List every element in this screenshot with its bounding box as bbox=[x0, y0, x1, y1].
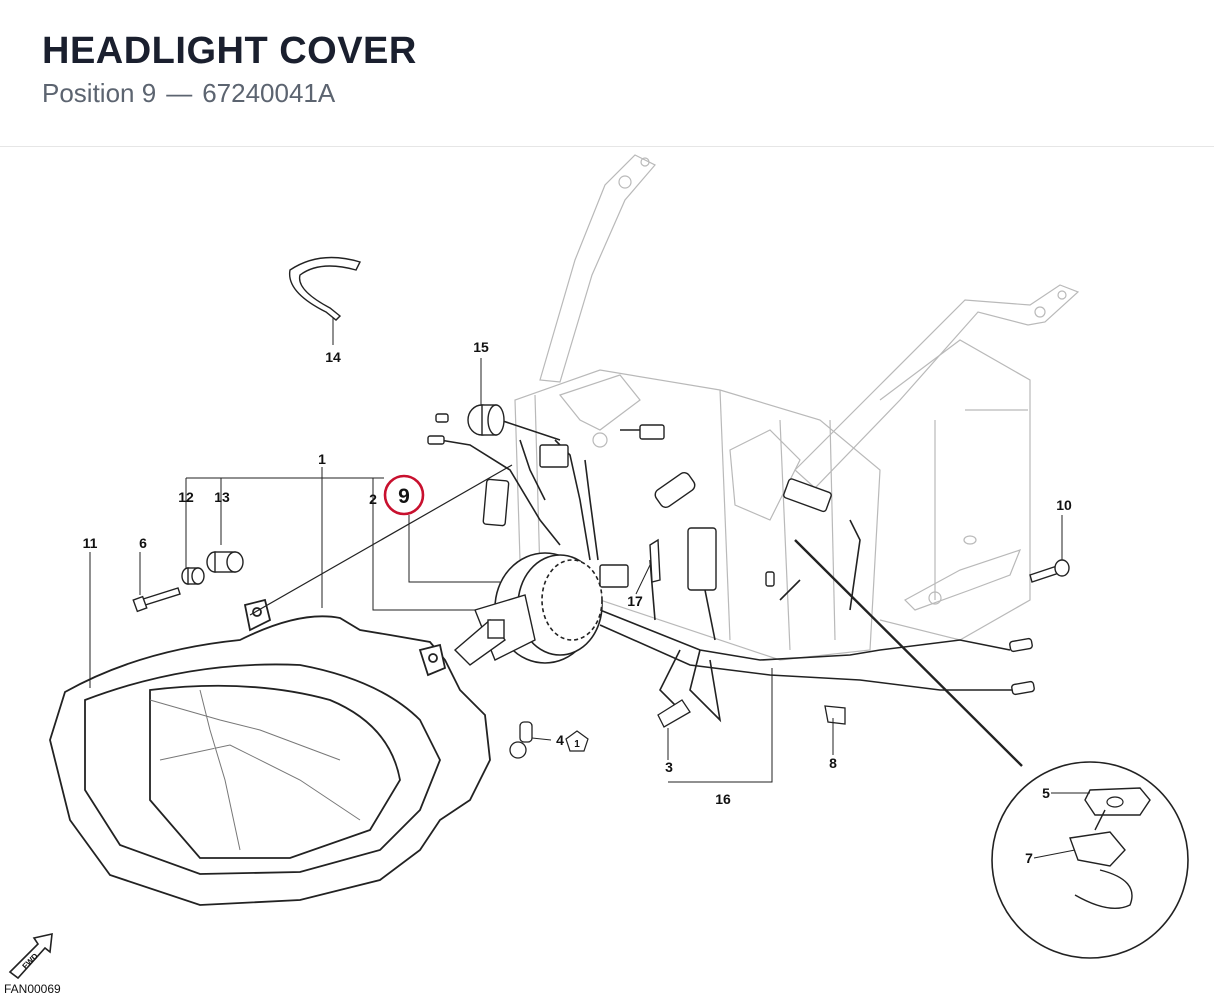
bulb-part-2 bbox=[453, 594, 536, 666]
callout-14: 14 bbox=[325, 349, 341, 365]
header: HEADLIGHT COVER Position 9 — 67240041A bbox=[0, 0, 1214, 147]
bulb-part-3 bbox=[657, 699, 691, 728]
callout-9-highlighted: 9 bbox=[398, 485, 410, 508]
highlight-circle bbox=[383, 474, 425, 516]
callout-7: 7 bbox=[1025, 850, 1033, 866]
fwd-arrow-icon bbox=[8, 932, 53, 980]
callout-16: 16 bbox=[715, 791, 731, 807]
figure-code: FAN00069 bbox=[4, 982, 61, 996]
grommet-part-15 bbox=[467, 404, 505, 436]
callout-6: 6 bbox=[139, 535, 147, 551]
inset-detail bbox=[991, 761, 1189, 959]
callout-12: 12 bbox=[178, 489, 194, 505]
reference-badge-label: 1 bbox=[574, 739, 580, 750]
clip-part-8 bbox=[824, 705, 846, 725]
callout-3: 3 bbox=[665, 759, 673, 775]
connectors bbox=[427, 413, 1035, 696]
callout-8: 8 bbox=[829, 755, 837, 771]
reference-badge: 1 bbox=[565, 730, 589, 752]
callout-1: 1 bbox=[318, 451, 326, 467]
page-title: HEADLIGHT COVER bbox=[42, 30, 417, 72]
mounting-hardware bbox=[132, 538, 661, 613]
leader-lines bbox=[89, 318, 1090, 859]
position-label: Position 9 bbox=[42, 78, 157, 108]
headlight-assembly-part-1 bbox=[49, 598, 491, 906]
part-number: 67240041A bbox=[202, 78, 336, 108]
elbow-part-4 bbox=[509, 721, 533, 759]
callout-17: 17 bbox=[627, 593, 643, 609]
callout-4: 4 bbox=[556, 732, 564, 748]
callout-2: 2 bbox=[369, 491, 377, 507]
cable-tie-part-14 bbox=[288, 256, 361, 321]
wiring-harness bbox=[439, 419, 1015, 723]
callout-labels: 1 2 3 4 5 6 7 8 10 11 12 13 14 15 16 17 … bbox=[83, 339, 1072, 866]
frame-background bbox=[514, 154, 1080, 661]
page-subtitle: Position 9 — 67240041A bbox=[42, 78, 335, 109]
callout-15: 15 bbox=[473, 339, 489, 355]
callout-13: 13 bbox=[214, 489, 230, 505]
callout-10: 10 bbox=[1056, 497, 1072, 513]
callout-5: 5 bbox=[1042, 785, 1050, 801]
callout-11: 11 bbox=[83, 535, 98, 551]
screw-part-10 bbox=[1029, 559, 1070, 583]
subtitle-separator: — bbox=[166, 78, 193, 108]
